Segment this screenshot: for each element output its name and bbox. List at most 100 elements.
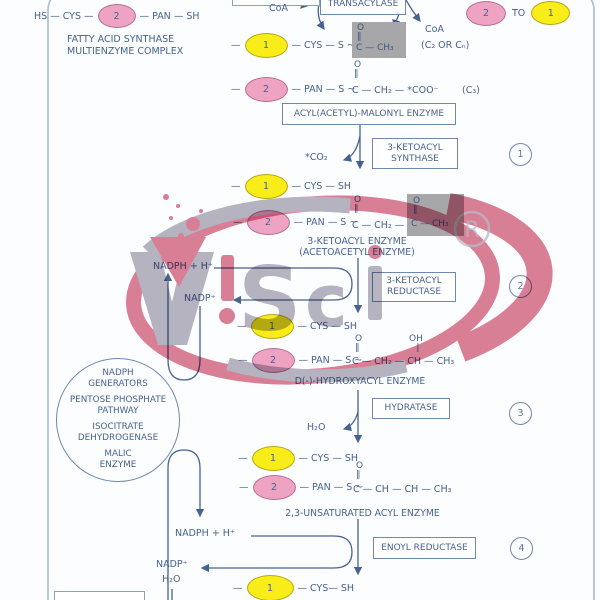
complex-label-2: MULTIENZYME COMPLEX <box>67 46 184 57</box>
unsaturated-double-bond: O ‖ <box>356 462 363 480</box>
ketoacyl-double-bond: O ‖ <box>354 196 361 214</box>
transacylase-label: TRANSACYLASE <box>327 0 399 9</box>
co2-label: *CO₂ <box>305 152 328 163</box>
hydroxyacyl-double-bond: O ‖ <box>355 335 362 353</box>
pan-site-oval: 2 <box>252 474 296 500</box>
enoyl-reductase-label: ENOYL REDUCTASE <box>381 542 468 553</box>
hydroxyl-group: OH | <box>409 335 423 353</box>
cys-sh-row-4: — 1 — CYS— SH <box>233 575 355 600</box>
unsaturated-chain: C — CH — CH — CH₃ <box>353 484 452 495</box>
pan-site-oval: 2 <box>251 347 295 373</box>
step-1-badge: 1 <box>509 143 532 166</box>
unsaturated-row: — 2 — PAN — S ~ <box>239 474 364 500</box>
cys-sh-text: — CYS— SH <box>297 582 355 594</box>
reductase-box: 3-KETOACYL REDUCTASE <box>372 272 456 302</box>
acetyl-box-o: O <box>357 23 365 33</box>
ketoacyl-row: — 2 — PAN — S ~ <box>233 209 358 235</box>
acetyl-row-text: — CYS — S ~ <box>291 39 355 51</box>
generators-line-4: PATHWAY <box>97 406 139 416</box>
coa-left-label: CoA <box>269 3 288 14</box>
unsaturated-label: 2,3-UNSATURATED ACYL ENZYME <box>285 508 440 519</box>
pan-site-oval: 2 <box>97 4 136 28</box>
dash: — <box>231 39 241 51</box>
arrow-to-coa-right <box>405 0 421 23</box>
cropped-source-box <box>232 0 320 6</box>
nadp-label-2: NADP⁺ <box>156 559 188 570</box>
cys-sh-text: — CYS — SH <box>298 452 359 464</box>
hydroxyacyl-chain: C — CH₂ — CH — CH₃ <box>352 356 455 367</box>
ketoacyl-box-c: C — CH₃ <box>411 219 449 229</box>
malonyl-row-text: — PAN — S ~ <box>291 83 356 95</box>
nadp-label-1: NADP⁺ <box>184 293 216 304</box>
nadph-label-2: NADPH + H⁺ <box>175 528 235 539</box>
dash: — <box>233 582 243 594</box>
free-enzyme-right: — PAN — SH <box>139 10 200 22</box>
reductase-label-1: 3-KETOACYL <box>386 276 442 286</box>
cys-site-oval: 1 <box>250 313 294 339</box>
ketoacyl-box-bond: ‖ <box>413 205 418 215</box>
double-bond-glyph: ‖ <box>354 69 359 79</box>
hydroxyacyl-row: — 2 — PAN — S ~ <box>238 347 362 373</box>
hydratase-label: HYDRATASE <box>384 403 438 413</box>
dash: — <box>238 452 248 464</box>
generators-line-6: DEHYDROGENASE <box>77 433 159 443</box>
free-enzyme-row: HS — CYS — 2 — PAN — SH <box>34 4 200 28</box>
swap-row: 2 TO 1 <box>466 0 571 26</box>
cys-site-oval: 1 <box>251 445 295 471</box>
acetyl-box-c: C — CH₃ <box>356 43 394 53</box>
cropped-bottom-box <box>54 591 145 600</box>
generators-line-3: PENTOSE PHOSPHATE <box>69 395 167 405</box>
malonyl-row: — 2 — PAN — S ~ <box>231 76 356 102</box>
arrow-co2-branch <box>342 135 361 162</box>
acetyl-box-bond: ‖ <box>357 32 362 42</box>
double-bond-glyph: ‖ <box>354 204 359 214</box>
step-2-badge: 2 <box>509 275 532 298</box>
dash: — <box>238 354 248 366</box>
h2o-label-2: H₂O <box>162 574 181 585</box>
unsaturated-row-text: — PAN — S ~ <box>299 481 364 493</box>
loop-nadph-lower <box>167 449 205 600</box>
dash: — <box>231 180 241 192</box>
malonyl-chain: C — CH₂ — *COO⁻ <box>352 85 439 96</box>
cys-sh-row-2: — 1 — CYS — SH <box>237 313 358 339</box>
pan-site-oval: 2 <box>244 76 288 102</box>
dash: — <box>237 320 247 332</box>
dash: — <box>233 216 243 228</box>
swap-pink-oval: 2 <box>466 0 506 26</box>
single-bond-glyph: | <box>416 343 420 353</box>
c3-note: (C₃) <box>462 85 480 96</box>
enoyl-reductase-box: ENOYL REDUCTASE <box>373 537 476 559</box>
cys-sh-row-3: — 1 — CYS — SH <box>238 445 359 471</box>
figure-border <box>47 0 595 600</box>
nadph-label-1: NADPH + H⁺ <box>153 261 213 272</box>
swap-yellow-oval: 1 <box>531 1 571 25</box>
h2o-label-1: H₂O <box>307 422 326 433</box>
transacylase-box: TRANSACYLASE <box>320 0 406 15</box>
complex-label-1: FATTY ACID SYNTHASE <box>67 34 175 45</box>
cys-site-oval: 1 <box>244 32 288 58</box>
cys-site-oval: 1 <box>246 575 294 600</box>
cys-sh-text: — CYS — SH <box>297 320 358 332</box>
arrow-h2o-branch <box>342 411 359 431</box>
o-atom: O <box>356 461 364 471</box>
acyl-malonyl-box: ACYL(ACETYL)-MALONYL ENZYME <box>282 103 456 125</box>
nadph-generators-circle: NADPH GENERATORS PENTOSE PHOSPHATE PATHW… <box>56 358 180 482</box>
ketoacyl-label-1: 3-KETOACYL ENZYME <box>307 236 407 247</box>
generators-line-5: ISOCITRATE <box>92 422 144 432</box>
synthase-box: 3-KETOACYL SYNTHASE <box>372 138 458 169</box>
ketoacyl-label-2: (ACETOACETYL ENZYME) <box>299 247 415 258</box>
double-bond-glyph: ‖ <box>355 343 360 353</box>
ketoacyl-chain: C — CH₂ — <box>352 220 405 231</box>
synthase-label-1: 3-KETOACYL <box>387 142 443 153</box>
synthase-label-2: SYNTHASE <box>391 153 439 164</box>
ketoacyl-row-text: — PAN — S ~ <box>293 216 358 228</box>
dash: — <box>239 481 249 493</box>
acetyl-row: — 1 — CYS — S ~ <box>231 32 355 58</box>
o-atom: O <box>354 60 362 70</box>
cys-site-oval: 1 <box>244 173 288 199</box>
step-3-badge: 3 <box>509 402 532 425</box>
pan-site-oval: 2 <box>246 209 290 235</box>
cys-sh-row-1: — 1 — CYS — SH <box>231 173 351 199</box>
step-4-badge: 4 <box>510 537 533 560</box>
